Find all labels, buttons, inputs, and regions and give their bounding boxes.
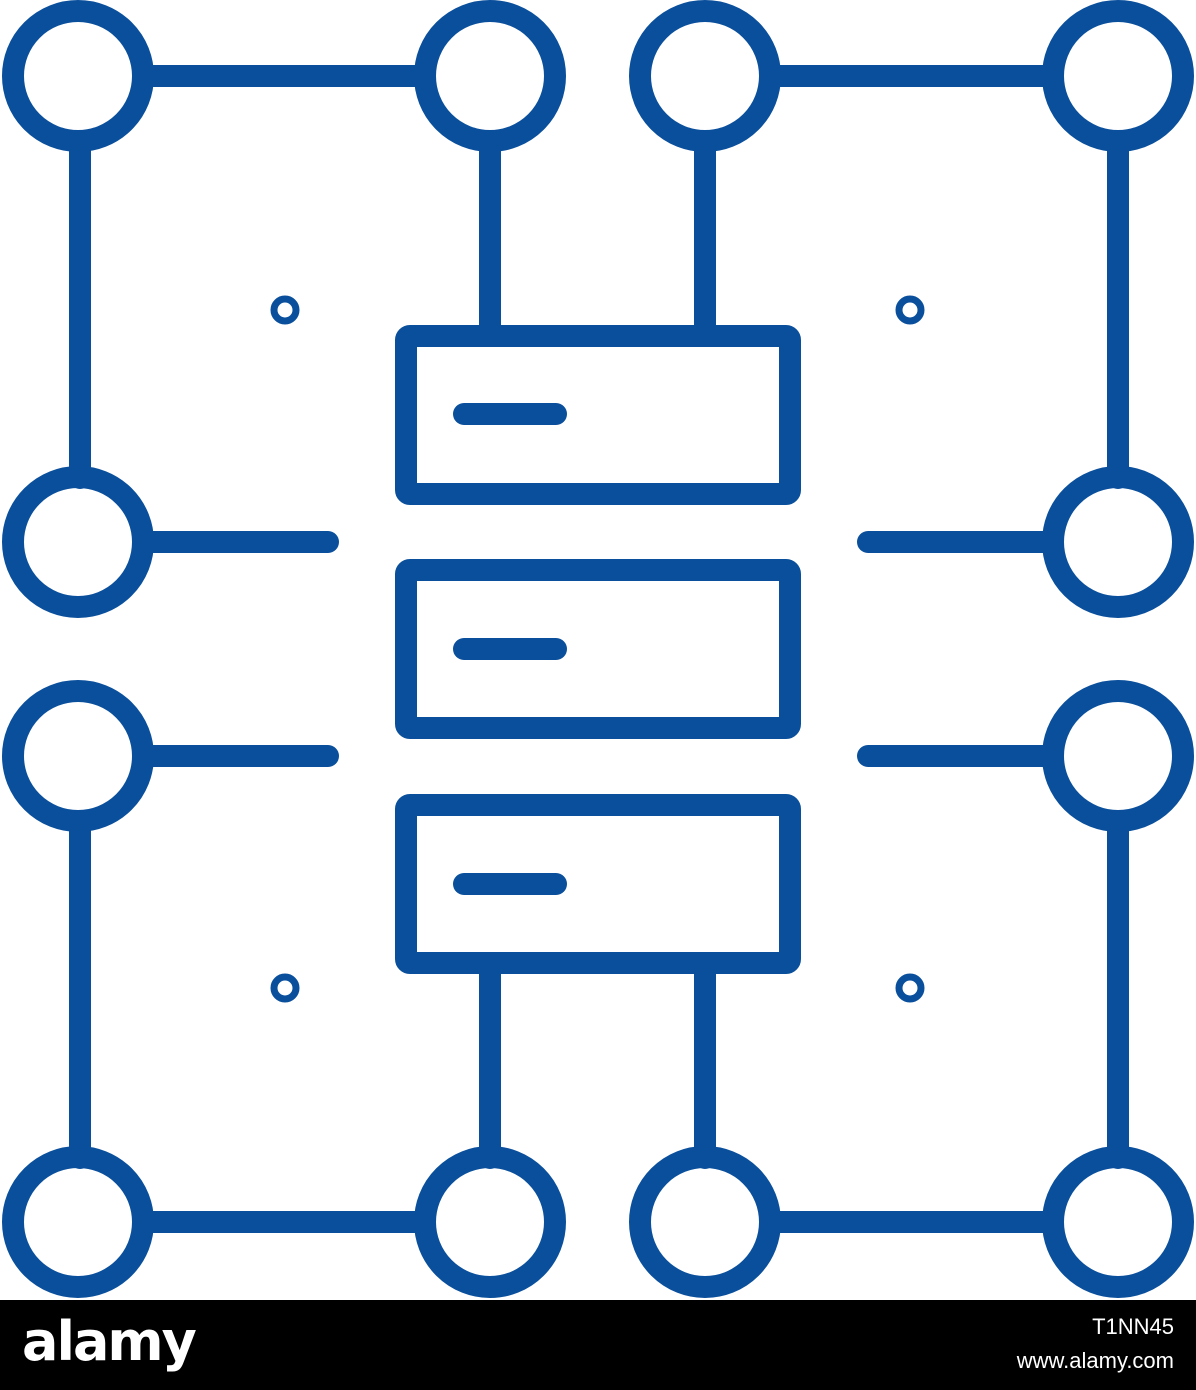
site-url-label: www.alamy.com	[1016, 1348, 1174, 1373]
node-circle	[2, 680, 154, 832]
watermark-banner: alamy T1NN45 www.alamy.com	[0, 1300, 1196, 1390]
image-id-label: T1NN45	[1092, 1314, 1174, 1339]
node-circle	[2, 466, 154, 618]
node-circle	[1042, 680, 1194, 832]
data-box	[395, 325, 801, 505]
alamy-logo: alamy	[22, 1310, 197, 1373]
node-circle	[2, 1146, 154, 1298]
node-circle	[1042, 466, 1194, 618]
data-box	[395, 559, 801, 739]
node-circle	[2, 0, 154, 152]
small-dot	[895, 295, 925, 325]
node-circle	[414, 0, 566, 152]
node-circle	[629, 0, 781, 152]
small-dot	[270, 295, 300, 325]
small-dot	[895, 973, 925, 1003]
node-circle	[629, 1146, 781, 1298]
node-circle	[1042, 0, 1194, 152]
node-circle	[1042, 1146, 1194, 1298]
data-box	[395, 794, 801, 974]
structured-data-icon	[2, 0, 1194, 1298]
small-dot	[270, 973, 300, 1003]
node-circle	[414, 1146, 566, 1298]
